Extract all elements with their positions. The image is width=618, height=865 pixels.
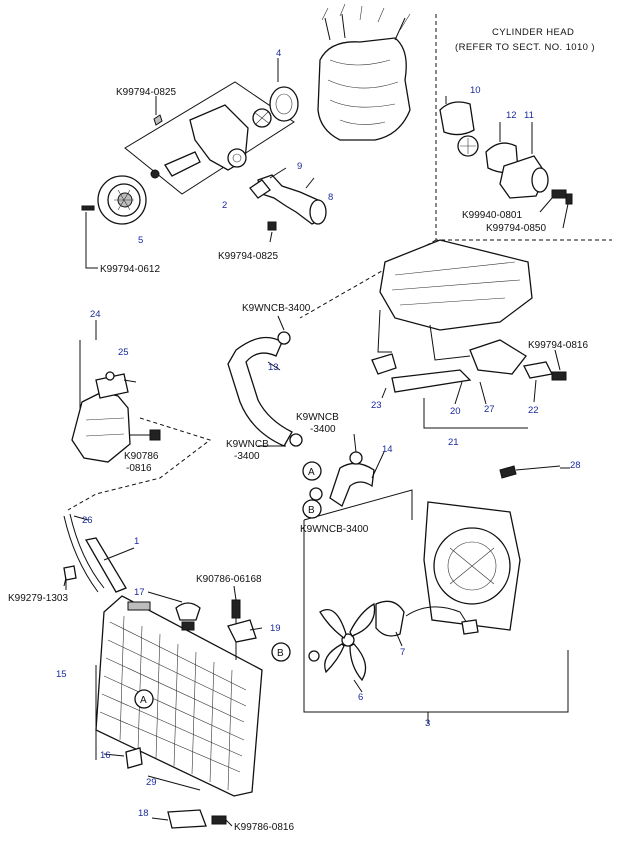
marker-b-upper: B (308, 505, 315, 516)
callout-29: 29 (146, 777, 157, 788)
upper-radiator-hose (227, 331, 303, 447)
callout-16: 16 (100, 750, 111, 761)
callout-14: 14 (382, 444, 393, 455)
callout-2: 2 (222, 200, 227, 211)
radiator (63, 565, 263, 797)
callout-26: 26 (82, 515, 93, 526)
part-number-k9wncb-clamp-c-line2: -3400 (234, 451, 260, 462)
callout-15: 15 (56, 669, 67, 680)
thermostat-assembly (439, 101, 573, 205)
marker-b-lower: B (277, 648, 284, 659)
callout-17: 17 (134, 587, 145, 598)
callout-6: 6 (358, 692, 363, 703)
radiator-bracket (167, 809, 227, 829)
callout-22: 22 (528, 405, 539, 416)
callout-23: 23 (371, 400, 382, 411)
part-number-k99794-0850: K99794-0850 (486, 223, 546, 234)
callout-12: 12 (506, 110, 517, 121)
part-number-labels: K99794-0825 K99794-0612 K99794-0825 K999… (8, 87, 588, 833)
part-number-k99794-0825-bottom: K99794-0825 (218, 251, 278, 262)
leader-lines (63, 58, 570, 827)
section-header-title: CYLINDER HEAD (492, 27, 574, 38)
engine-block-upper (317, 3, 411, 141)
section-header-reference: (REFER TO SECT. NO. 1010 ) (455, 42, 595, 53)
cylinder-head-section: CYLINDER HEAD (REFER TO SECT. NO. 1010 ) (299, 14, 612, 319)
callout-7: 7 (400, 647, 405, 658)
callout-25: 25 (118, 347, 129, 358)
callout-numbers: 1 2 3 4 5 6 7 8 9 10 11 12 13 14 15 16 1… (56, 48, 581, 819)
part-number-k99279-1303: K99279-1303 (8, 593, 68, 604)
part-number-k90786-0816-line1: K90786 (124, 451, 159, 462)
callout-5: 5 (138, 235, 143, 246)
callout-13: 13 (268, 362, 279, 373)
callout-4: 4 (276, 48, 281, 59)
callout-21: 21 (448, 437, 459, 448)
callout-8: 8 (328, 192, 333, 203)
intake-manifold (371, 239, 567, 429)
part-number-k9wncb-3400-upper-clamp: K9WNCB-3400 (242, 303, 311, 314)
callout-11: 11 (524, 110, 534, 121)
part-number-k99794-0816: K99794-0816 (528, 340, 588, 351)
part-number-k9wncb-3400-lower-clamp: K9WNCB-3400 (300, 524, 369, 535)
part-number-k9wncb-clamp-c-line1: K9WNCB (226, 439, 269, 450)
overflow-hose (63, 513, 127, 593)
part-number-k99940-0801: K99940-0801 (462, 210, 522, 221)
fan-section (303, 465, 569, 713)
part-number-k90786-06168: K90786-06168 (196, 574, 262, 585)
callout-28: 28 (570, 460, 581, 471)
water-pump-pulley (81, 175, 147, 269)
coolant-reservoir (67, 340, 212, 511)
callout-24: 24 (90, 309, 101, 320)
lower-radiator-hose (309, 451, 375, 507)
part-number-k99794-0825-top: K99794-0825 (116, 87, 176, 98)
callout-10: 10 (470, 85, 481, 96)
reference-markers: A B B A (134, 461, 322, 709)
water-outlet-pipe (249, 174, 327, 231)
marker-a-lower: A (140, 695, 147, 706)
part-number-k99794-0612: K99794-0612 (100, 264, 160, 275)
callout-9: 9 (297, 161, 302, 172)
marker-a-upper: A (308, 467, 315, 478)
callout-1: 1 (134, 536, 139, 547)
callout-18: 18 (138, 808, 149, 819)
part-number-k9wncb-clamp-b-line1: K9WNCB (296, 412, 339, 423)
water-pump-assembly (124, 81, 299, 195)
part-number-k90786-0816-line2: -0816 (126, 463, 152, 474)
callout-27: 27 (484, 404, 495, 415)
callout-20: 20 (450, 406, 461, 417)
part-number-k9wncb-clamp-b-line2: -3400 (310, 424, 336, 435)
callout-3: 3 (425, 718, 430, 729)
part-number-k99786-0816: K99786-0816 (234, 822, 294, 833)
callout-19: 19 (270, 623, 281, 634)
